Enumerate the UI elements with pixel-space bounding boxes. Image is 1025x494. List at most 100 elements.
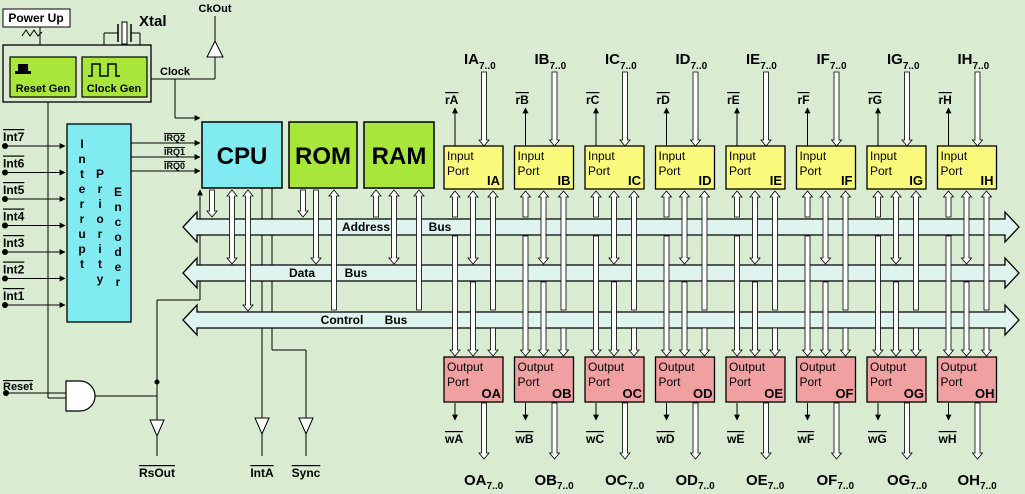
output-data-out-arrow	[478, 402, 490, 460]
input-address-arrow	[731, 190, 743, 218]
input-bus-label-e: IE7..0	[746, 51, 777, 72]
input-address-arrow	[590, 190, 602, 218]
ram-control-arrow	[413, 189, 425, 311]
encoder-letter: I	[80, 137, 83, 151]
input-port-id-f: IF	[841, 173, 853, 188]
irq-label-irq1: IRQ1	[164, 147, 185, 157]
output-data-arrow	[678, 281, 691, 357]
output-port-text: Output	[659, 360, 696, 374]
input-data-arrow	[760, 71, 772, 147]
output-bus-label-c: OC7..0	[605, 472, 645, 492]
input-port-f	[795, 145, 857, 190]
output-port-e	[725, 356, 786, 403]
output-data-out-arrow	[689, 402, 702, 460]
input-port-a	[443, 145, 504, 190]
interrupt-label-int1: Int1	[3, 289, 25, 303]
output-bus-label-f: OF7..0	[817, 472, 855, 492]
output-address-arrow	[449, 235, 461, 357]
input-control-arrow	[487, 190, 499, 311]
output-bus-label-g: OG7..0	[887, 472, 927, 492]
output-port-b	[513, 356, 575, 403]
square-wave-icon	[88, 63, 120, 77]
input-data-out-arrow	[537, 190, 550, 265]
output-port-text: Output	[518, 360, 555, 374]
irq-label-irq2: IRQ2	[164, 133, 185, 143]
input-port-text: Port	[941, 164, 964, 178]
ram-block	[363, 121, 435, 189]
input-port-text: Port	[518, 164, 541, 178]
cpu-address-arrow	[206, 189, 218, 218]
input-control-arrow	[557, 190, 570, 311]
reset-gen-block	[9, 56, 77, 98]
read-strobe-label-c: rC	[586, 93, 600, 107]
read-strobe-label-f: rF	[798, 93, 810, 107]
crystal-icon	[103, 21, 141, 45]
output-data-out-arrow	[760, 402, 772, 460]
write-strobe-label-g: wG	[867, 432, 887, 446]
output-port-d	[654, 356, 716, 403]
input-data-arrow	[689, 71, 702, 147]
reset-label: Reset	[3, 381, 33, 393]
input-address-arrow	[519, 190, 532, 218]
input-port-c	[584, 145, 645, 190]
cpu-data-arrow	[226, 189, 238, 265]
output-control-arrow	[628, 327, 640, 357]
input-port-text: Port	[447, 164, 470, 178]
output-bus-label-d: OD7..0	[676, 472, 716, 492]
output-port-g	[866, 356, 927, 403]
output-port-a	[443, 356, 504, 403]
output-address-arrow	[660, 235, 673, 357]
input-data-out-arrow	[890, 190, 902, 265]
encoder-letter: i	[98, 197, 101, 211]
interrupt-label-int7: Int7	[3, 130, 25, 144]
input-port-text: Input	[800, 149, 827, 163]
interrupt-label-int6: Int6	[3, 157, 25, 171]
output-control-arrow	[769, 327, 781, 357]
output-port-id-g: OG	[904, 386, 924, 401]
input-port-text: Input	[729, 149, 756, 163]
output-bus-label-e: OE7..0	[746, 472, 785, 492]
input-port-text: Port	[659, 164, 682, 178]
cpu-block	[201, 121, 283, 189]
rom-block	[288, 121, 358, 189]
write-strobe-label-c: wC	[585, 432, 604, 446]
input-port-text: Input	[870, 149, 897, 163]
read-strobe-label-d: rD	[657, 93, 671, 107]
write-strobe-label-a: wA	[444, 432, 463, 446]
encoder-letter: r	[98, 227, 103, 241]
input-port-id-h: IH	[981, 173, 994, 188]
output-port-text: Port	[447, 375, 470, 389]
input-address-arrow	[660, 190, 673, 218]
output-data-arrow	[960, 281, 973, 357]
input-address-arrow	[449, 190, 461, 218]
irq-label-irq0: IRQ0	[164, 161, 185, 171]
output-port-id-b: OB	[552, 386, 572, 401]
input-port-b	[513, 145, 575, 190]
power-up-box	[2, 8, 71, 28]
input-port-id-a: IA	[487, 173, 501, 188]
encoder-letter: t	[80, 167, 84, 181]
rom-label: ROM	[295, 143, 351, 170]
ram-address-arrow	[370, 189, 382, 218]
input-bus-label-f: IF7..0	[817, 51, 847, 72]
input-data-out-arrow	[467, 190, 479, 265]
encoder-letter: t	[98, 257, 102, 271]
encoder-letter: c	[115, 215, 122, 229]
output-port-text: Port	[588, 375, 611, 389]
write-strobe-label-b: wB	[515, 432, 534, 446]
input-port-text: Port	[870, 164, 893, 178]
output-port-id-c: OC	[623, 386, 643, 401]
output-data-arrow	[608, 281, 620, 357]
ckout-label: CkOut	[199, 3, 232, 15]
rom-data-arrow	[310, 189, 322, 265]
encoder-letter: P	[96, 167, 104, 181]
input-bus-label-g: IG7..0	[887, 51, 920, 72]
input-address-arrow	[801, 190, 814, 218]
output-port-text: Output	[729, 360, 766, 374]
